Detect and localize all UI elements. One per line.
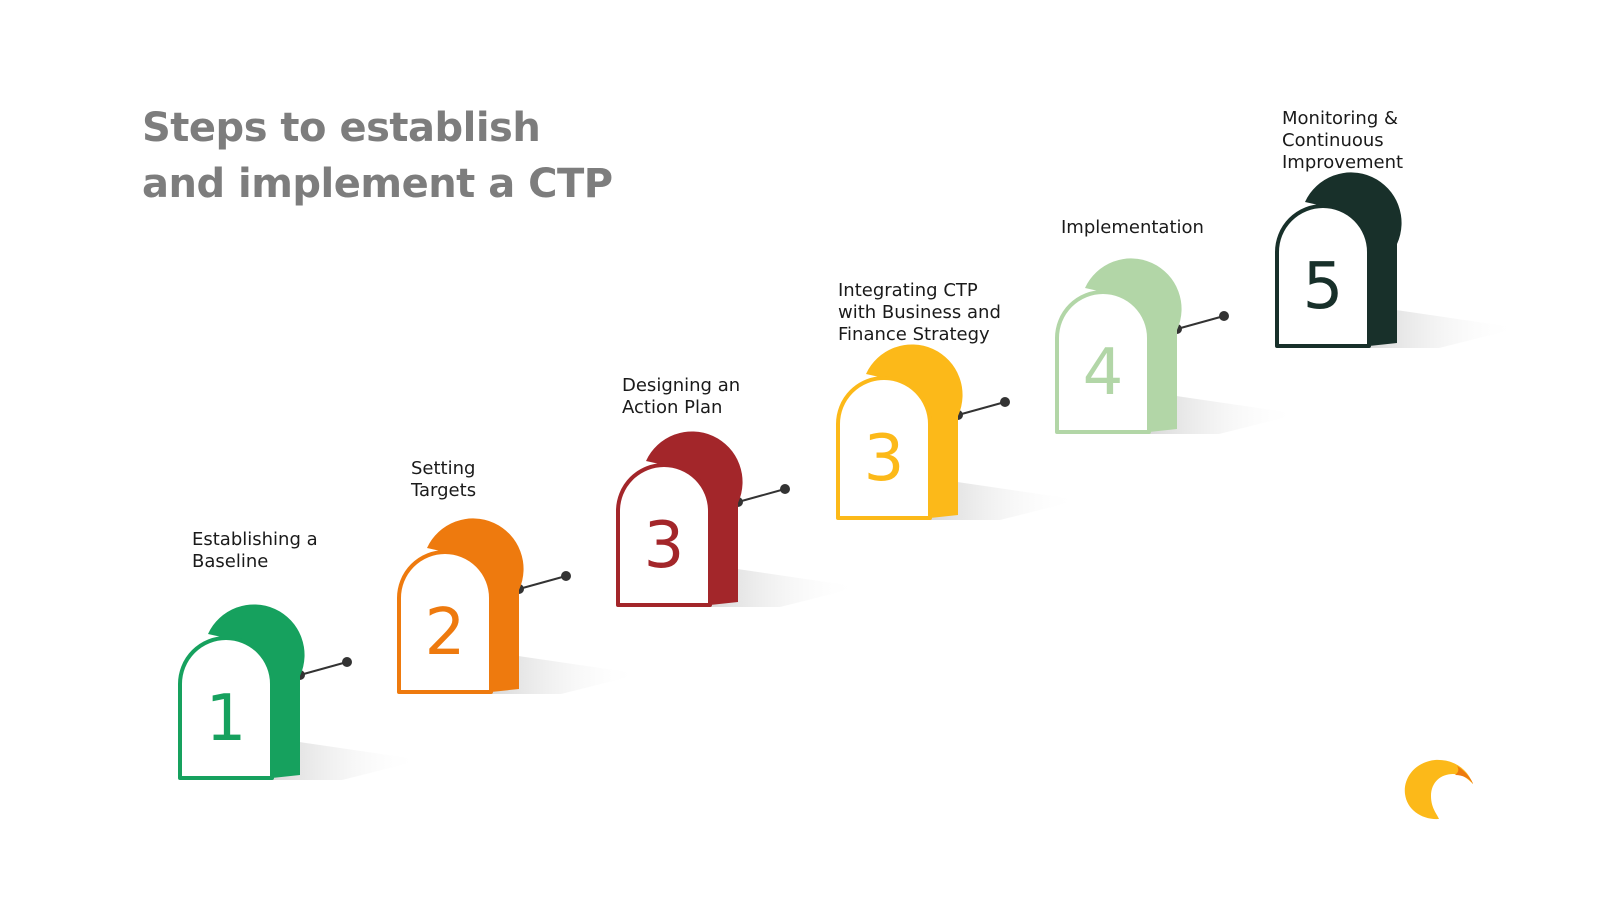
step-5-shadow — [1149, 392, 1299, 434]
step-3-label: Designing an Action Plan — [622, 375, 741, 418]
step-6-face — [1275, 204, 1371, 348]
step-3-side — [646, 431, 743, 605]
step-2-label: Setting Targets — [411, 458, 477, 501]
step-3-shadow — [710, 565, 860, 607]
step-marker-5: 4 — [1055, 258, 1182, 434]
step-4-shadow — [930, 478, 1080, 520]
step-5-label: Implementation — [1061, 217, 1204, 238]
step-1-number: 1 — [206, 682, 247, 756]
step-2-face — [397, 550, 493, 694]
step-1-label: Establishing a Baseline — [192, 529, 318, 572]
step-1-side — [208, 604, 305, 778]
title-line-1: Steps to establish — [142, 105, 541, 151]
title-line-2: and implement a CTP — [142, 161, 613, 207]
step-markers: 1 2 3 3 4 5 — [178, 172, 1402, 780]
step-4-face — [836, 376, 932, 520]
page-title: Steps to establish and implement a CTP — [142, 100, 613, 212]
step-4-side — [866, 344, 963, 518]
step-4-label: Integrating CTP with Business and Financ… — [838, 280, 1001, 345]
step-connectors — [295, 311, 1229, 680]
step-marker-2: 2 — [397, 518, 524, 694]
step-5-number: 4 — [1083, 336, 1124, 410]
step-5-side — [1085, 258, 1182, 432]
step-3-number: 3 — [644, 509, 685, 583]
step-marker-1: 1 — [178, 604, 305, 780]
step-6-shadow — [1369, 306, 1519, 348]
step-2-shadow — [491, 652, 641, 694]
step-marker-4: 3 — [836, 344, 963, 520]
step-6-label: Monitoring & Continuous Improvement — [1282, 108, 1404, 173]
step-2-side — [427, 518, 524, 692]
step-1-face — [178, 636, 274, 780]
step-3-face — [616, 463, 712, 607]
step-marker-3: 3 — [616, 431, 743, 607]
step-5-face — [1055, 290, 1151, 434]
step-4-number: 3 — [864, 422, 905, 496]
step-marker-6: 5 — [1275, 172, 1402, 348]
step-1-shadow — [272, 738, 422, 780]
step-shadows — [272, 306, 1519, 780]
step-6-side — [1305, 172, 1402, 346]
crescent-logo-icon — [1404, 759, 1473, 820]
step-6-number: 5 — [1303, 250, 1344, 324]
step-2-number: 2 — [425, 596, 466, 670]
